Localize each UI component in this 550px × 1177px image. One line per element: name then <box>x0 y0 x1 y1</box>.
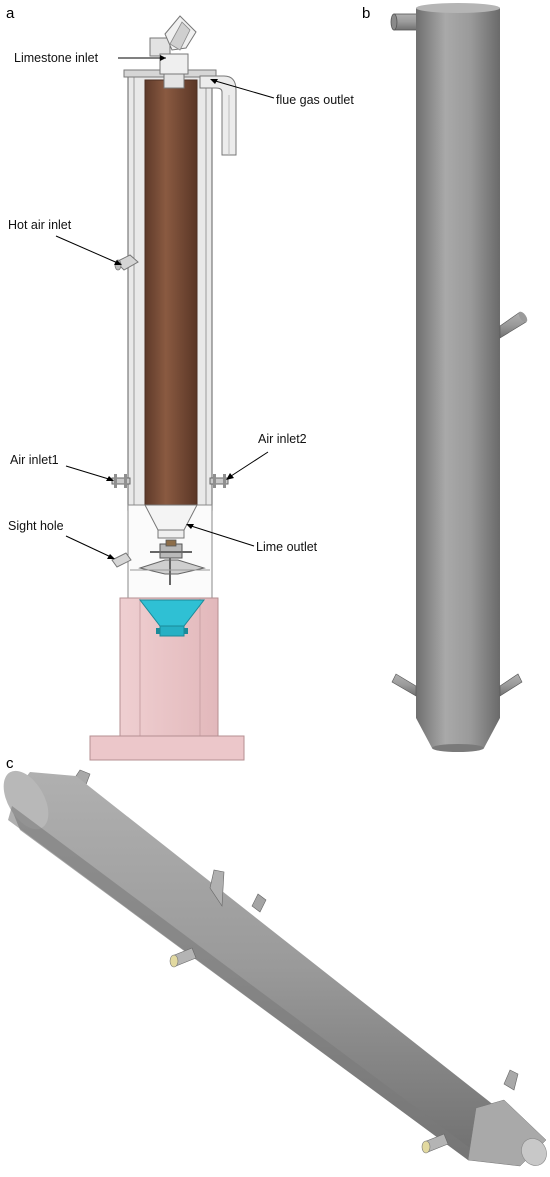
label-flue-gas-outlet: flue gas outlet <box>276 93 354 107</box>
side-stub-pipe-2 <box>251 893 267 913</box>
side-stub-pipe-1 <box>209 869 225 907</box>
panel-a-letter: a <box>6 5 15 22</box>
panel-c-inclined-cylinder <box>3 769 547 1167</box>
label-air-inlet2: Air inlet2 <box>258 432 307 446</box>
bottom-cone <box>416 718 500 748</box>
sight-hole-pipe <box>111 552 132 568</box>
lower-right-pipe <box>499 673 523 697</box>
side-stub-pipe-4 <box>503 1069 519 1091</box>
label-lime-outlet: Lime outlet <box>256 540 318 554</box>
label-air-inlet1: Air inlet1 <box>10 453 59 467</box>
limestone-inlet-pipe <box>149 15 197 89</box>
flue-gas-outlet-pipe <box>199 75 237 156</box>
panel-a-kiln-cross-section <box>89 15 245 761</box>
discharge-mechanism <box>130 539 210 585</box>
limestone-shaft <box>144 79 198 506</box>
air-inlet1-pipe <box>111 474 131 488</box>
cyan-hopper <box>138 599 206 637</box>
panel-c-letter: c <box>6 755 14 772</box>
label-hot-air-inlet: Hot air inlet <box>8 218 72 232</box>
panel-b-letter: b <box>362 5 370 22</box>
pink-support-base <box>89 597 245 761</box>
air-inlet2-pipe <box>209 474 229 488</box>
lower-left-pipe <box>391 673 417 697</box>
label-limestone-inlet: Limestone inlet <box>14 51 99 65</box>
label-sight-hole: Sight hole <box>8 519 64 533</box>
panel-b-vertical-cylinder <box>390 3 528 752</box>
